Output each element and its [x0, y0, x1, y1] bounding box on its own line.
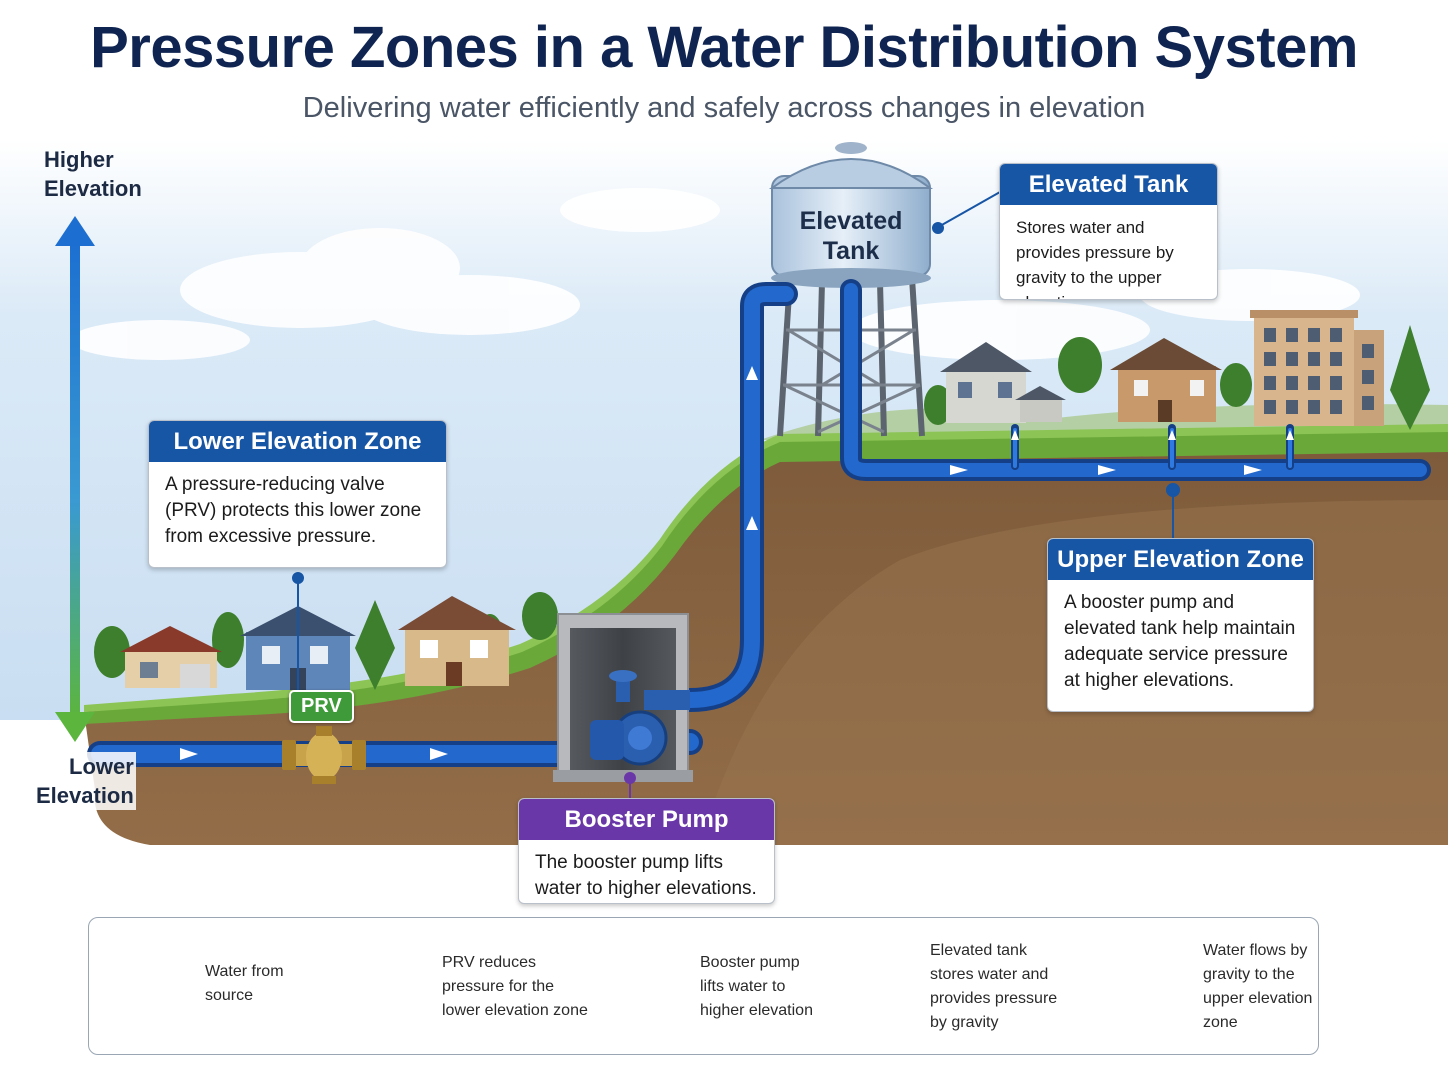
- callout-title: Upper Elevation Zone: [1048, 539, 1313, 580]
- lower-elevation-label: Lower Elevation: [34, 752, 136, 810]
- page-subtitle: Delivering water efficiently and safely …: [302, 92, 1146, 124]
- callout-text: The booster pump lifts water to higher e…: [535, 852, 757, 899]
- lower-zone-callout: Lower Elevation Zone A pressure-reducing…: [148, 420, 447, 568]
- flow-step-text: Elevated tank stores water and provides …: [930, 942, 1058, 1031]
- leader-lines: [292, 191, 1180, 690]
- flow-step-text: Booster pump lifts water to higher eleva…: [700, 954, 813, 1019]
- flow-step-text: Water from source: [205, 963, 284, 1004]
- tank-label: Elevated Tank: [799, 207, 903, 265]
- flow-step-text: PRV reduces pressure for the lower eleva…: [442, 954, 588, 1019]
- upper-zone-callout: Upper Elevation Zone A booster pump and …: [1047, 538, 1314, 712]
- elevation-arrow: [55, 216, 95, 742]
- flow-step-text: Water flows by gravity to the upper elev…: [1203, 942, 1313, 1031]
- callout-text: A booster pump and elevated tank help ma…: [1064, 592, 1296, 691]
- booster-pump: [590, 670, 690, 766]
- flow-arrows: [180, 366, 1294, 760]
- callout-title: Booster Pump: [519, 799, 774, 840]
- callout-title: Elevated Tank: [1000, 164, 1217, 205]
- prv-tag: PRV: [289, 690, 354, 723]
- booster-pump-callout: Booster Pump The booster pump lifts wate…: [518, 798, 775, 904]
- elevated-tank-callout: Elevated Tank Stores water and provides …: [999, 163, 1218, 300]
- callout-title: Lower Elevation Zone: [149, 421, 446, 462]
- prv-valve: [282, 726, 366, 784]
- lower-zone-houses: [94, 592, 558, 690]
- upper-zone-buildings: [924, 310, 1430, 430]
- callout-text: A pressure-reducing valve (PRV) protects…: [165, 474, 422, 547]
- higher-elevation-label: Higher Elevation: [44, 147, 142, 201]
- flow-sequence-panel: [88, 917, 1319, 1055]
- water-tower: [768, 142, 934, 437]
- callout-text: Stores water and provides pressure by gr…: [1016, 218, 1174, 299]
- page-title: Pressure Zones in a Water Distribution S…: [90, 15, 1358, 80]
